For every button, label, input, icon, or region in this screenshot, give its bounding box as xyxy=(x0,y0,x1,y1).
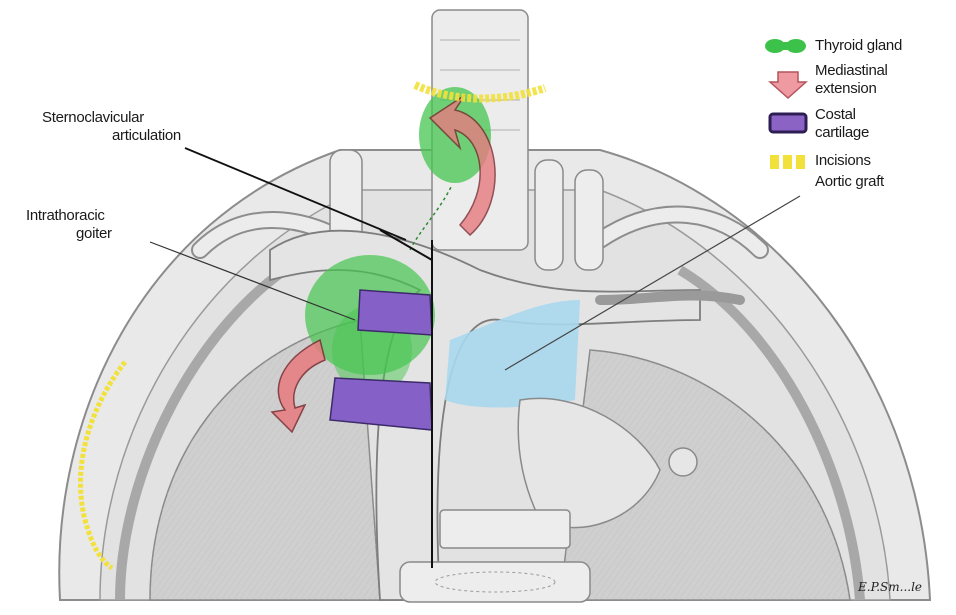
label-sternoclavicular-line2: articulation xyxy=(42,127,181,145)
vessel-stump xyxy=(669,448,697,476)
legend-label-incisions: Incisions xyxy=(815,152,871,170)
costal-cartilage-upper xyxy=(358,290,432,335)
legend-label-costal-cartilage: Costal cartilage xyxy=(815,106,869,142)
vertebra-lower xyxy=(400,562,590,602)
right-vessel xyxy=(535,160,563,270)
right-vessel-2 xyxy=(575,170,603,270)
vertebra-upper xyxy=(440,510,570,548)
legend-label-thyroid-gland: Thyroid gland xyxy=(815,37,902,55)
legend-swatch-costal-cartilage xyxy=(770,114,806,132)
label-sternoclavicular-line1: Sternoclavicular xyxy=(42,109,181,127)
costal-cartilage-lower xyxy=(330,378,432,430)
legend-label-aortic-graft: Aortic graft xyxy=(815,173,884,191)
label-sternoclavicular-articulation: Sternoclavicular articulation xyxy=(42,109,181,145)
legend-swatch-incisions xyxy=(770,155,805,169)
legend-incisions-line1: Incisions xyxy=(815,152,871,170)
legend-aortic-line1: Aortic graft xyxy=(815,173,884,191)
legend-mediastinal-line1: Mediastinal xyxy=(815,62,888,80)
legend-costal-line2: cartilage xyxy=(815,124,869,142)
legend-label-mediastinal-extension: Mediastinal extension xyxy=(815,62,888,98)
label-intrathoracic-goiter: Intrathoracic goiter xyxy=(26,207,112,243)
legend-mediastinal-line2: extension xyxy=(815,80,888,98)
artist-signature: E.P.Sm...le xyxy=(858,580,922,594)
label-intrathoracic-line2: goiter xyxy=(26,225,112,243)
label-intrathoracic-line1: Intrathoracic xyxy=(26,207,112,225)
legend-costal-line1: Costal xyxy=(815,106,869,124)
legend-thyroid-line1: Thyroid gland xyxy=(815,37,902,55)
